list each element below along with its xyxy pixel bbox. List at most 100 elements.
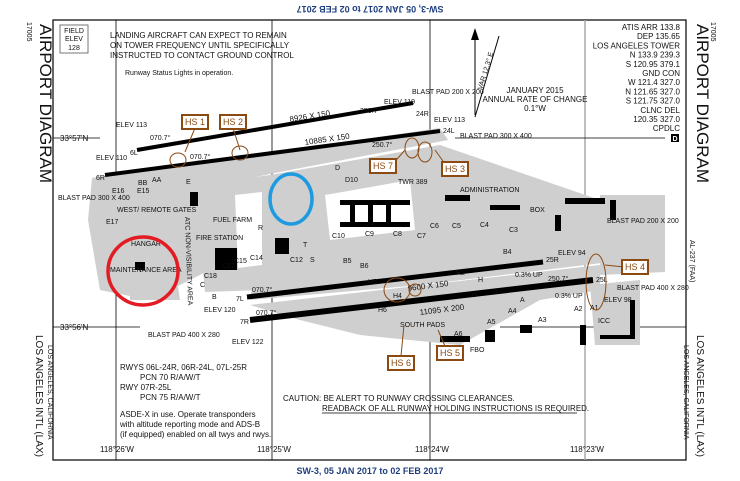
svg-text:HS 2: HS 2 (223, 117, 243, 127)
hot-spot-7: HS 7 (369, 158, 397, 174)
taxiway-label: A4 (508, 308, 517, 315)
elevation-labels: ELEV 113 ELEV 110 ELEV 119 ELEV 113 ELEV… (96, 99, 632, 346)
frequency-line: N 133.9 239.3 (630, 51, 681, 60)
svg-text:READBACK OF ALL RUNWAY HOLDING: READBACK OF ALL RUNWAY HOLDING INSTRUCTI… (322, 404, 589, 413)
svg-text:(if equipped) enabled on all t: (if equipped) enabled on all twys and rw… (120, 430, 271, 439)
svg-text:070.7°: 070.7° (150, 134, 171, 142)
svg-text:HS 6: HS 6 (391, 358, 411, 368)
svg-text:ATC NON-VISIBILITY AREA: ATC NON-VISIBILITY AREA (183, 217, 193, 306)
taxiway-label: C14 (250, 255, 263, 262)
taxiway-label: D10 (345, 177, 358, 184)
taxiway-label: G (472, 292, 477, 299)
magvar-rate-label: ANNUAL RATE OF CHANGE (483, 95, 588, 104)
svg-text:HS 7: HS 7 (373, 161, 393, 171)
svg-text:ELEV 120: ELEV 120 (204, 307, 236, 314)
taxiway-label: C8 (393, 231, 402, 238)
taxiway-label: B6 (360, 263, 369, 270)
svg-text:PCN 70 R/A/W/T: PCN 70 R/A/W/T (140, 373, 201, 382)
svg-text:BLAST PAD 400 X 280: BLAST PAD 400 X 280 (617, 285, 689, 292)
diagram-frame (52, 19, 687, 461)
svg-text:HS 1: HS 1 (185, 117, 205, 127)
svg-text:FUEL FARM: FUEL FARM (213, 217, 252, 224)
svg-text:070.7°: 070.7° (190, 153, 211, 161)
lon-118-24: 118°24'W (415, 445, 449, 454)
taxiway-label: A (520, 297, 525, 304)
buildings (135, 192, 635, 345)
taxiway-label: H4 (393, 293, 402, 300)
svg-text:INSTRUCTED TO CONTACT GROUND C: INSTRUCTED TO CONTACT GROUND CONTROL (110, 51, 294, 60)
runways (104, 101, 594, 323)
taxiway-label: C (200, 282, 205, 289)
airport-name-right: LOS ANGELES INTL (LAX) (694, 335, 705, 457)
frequency-line: ATIS ARR 133.8 (622, 23, 681, 32)
lon-118-25: 118°25'W (257, 445, 291, 454)
rwsl-note: Runway Status Lights in operation. (125, 70, 233, 77)
taxiway-label: E16 (112, 188, 125, 195)
blast-pad-labels: BLAST PAD 300 X 400 BLAST PAD 200 X 200 … (58, 89, 689, 339)
frequency-line: GND CON (642, 69, 680, 78)
svg-text:PCN 75 R/A/W/T: PCN 75 R/A/W/T (140, 393, 201, 402)
field-elevation-box: FIELD ELEV 128 (59, 24, 89, 54)
svg-text:BOX: BOX (530, 207, 545, 214)
taxiway-label: C6 (430, 223, 439, 230)
title-right: AIRPORT DIAGRAM (693, 24, 712, 183)
red-circle-annotation (106, 235, 180, 307)
taxiway-label: C9 (365, 231, 374, 238)
code-right: 17005 (709, 22, 716, 42)
landing-note: LANDING AIRCRAFT CAN EXPECT TO REMAIN ON… (110, 31, 294, 60)
d-badge-label: D (672, 136, 677, 143)
lon-118-26: 118°26'W (100, 445, 134, 454)
d-badge (671, 134, 679, 142)
hot-spot-1: HS 1 (181, 114, 209, 130)
magvar-rate: 0.1°W (524, 104, 546, 113)
taxiway-label: T (303, 242, 308, 249)
frequency-line: CPDLC (653, 124, 680, 133)
taxiway-label: AA (152, 177, 162, 184)
hot-spot-5: HS 5 (436, 345, 464, 361)
svg-text:HS 3: HS 3 (445, 164, 465, 174)
bottom-banner: SW-3, 05 JAN 2017 to 02 FEB 2017 (297, 466, 444, 476)
svg-text:250.7°: 250.7° (360, 107, 381, 115)
svg-text:HS 4: HS 4 (625, 262, 645, 272)
lat-33-56: 33°56'N (60, 323, 89, 332)
taxiway-label: C12 (290, 257, 303, 264)
taxiway-label: A1 (590, 305, 599, 312)
svg-text:7L: 7L (236, 296, 244, 303)
svg-text:ELEV 113: ELEV 113 (434, 117, 465, 124)
hot-spot-3: HS 3 (441, 161, 469, 177)
svg-text:BLAST PAD 200 X 200: BLAST PAD 200 X 200 (607, 218, 679, 225)
hot-spot-2: HS 2 (219, 114, 247, 130)
city-right: LOS ANGELES, CALIFORNIA (682, 345, 689, 440)
svg-text:with altitude reporting mode a: with altitude reporting mode and ADS-B (119, 420, 260, 429)
svg-text:ADMINISTRATION: ADMINISTRATION (460, 187, 519, 194)
svg-text:6L: 6L (130, 150, 138, 157)
svg-text:MAINTENANCE AREA: MAINTENANCE AREA (110, 267, 182, 274)
al-code: AL-237 (FAA) (688, 240, 695, 282)
taxiway-label: E17 (106, 219, 119, 226)
svg-text:FBO: FBO (470, 347, 485, 354)
asde-note: ASDE-X in use. Operate transponders with… (119, 410, 271, 439)
svg-text:ELEV 98: ELEV 98 (604, 297, 632, 304)
svg-text:070.7°: 070.7° (252, 286, 273, 294)
taxiway-label: H6 (378, 307, 387, 314)
svg-text:ELEV 110: ELEV 110 (96, 155, 127, 162)
svg-text:ELEV 122: ELEV 122 (232, 339, 264, 346)
magvar-date: JANUARY 2015 (506, 86, 564, 95)
svg-text:128: 128 (68, 45, 80, 52)
svg-text:ICC: ICC (598, 318, 610, 325)
svg-text:25L: 25L (596, 277, 608, 284)
svg-text:ASDE-X in use. Operate transpo: ASDE-X in use. Operate transponders (120, 410, 256, 419)
svg-text:250.7°: 250.7° (372, 141, 393, 149)
runway-07l-25r (246, 259, 544, 300)
taxiway-label: C3 (509, 227, 518, 234)
svg-text:BLAST PAD 400 X 280: BLAST PAD 400 X 280 (148, 332, 220, 339)
frequency-line: 120.35 327.0 (633, 115, 680, 124)
taxiway-label: B5 (343, 258, 352, 265)
taxiway-label: H5 (368, 279, 377, 286)
svg-text:HS 5: HS 5 (440, 348, 460, 358)
svg-text:BLAST PAD 300 X 400: BLAST PAD 300 X 400 (58, 195, 130, 202)
svg-text:BLAST PAD 200 X 200: BLAST PAD 200 X 200 (412, 89, 484, 96)
